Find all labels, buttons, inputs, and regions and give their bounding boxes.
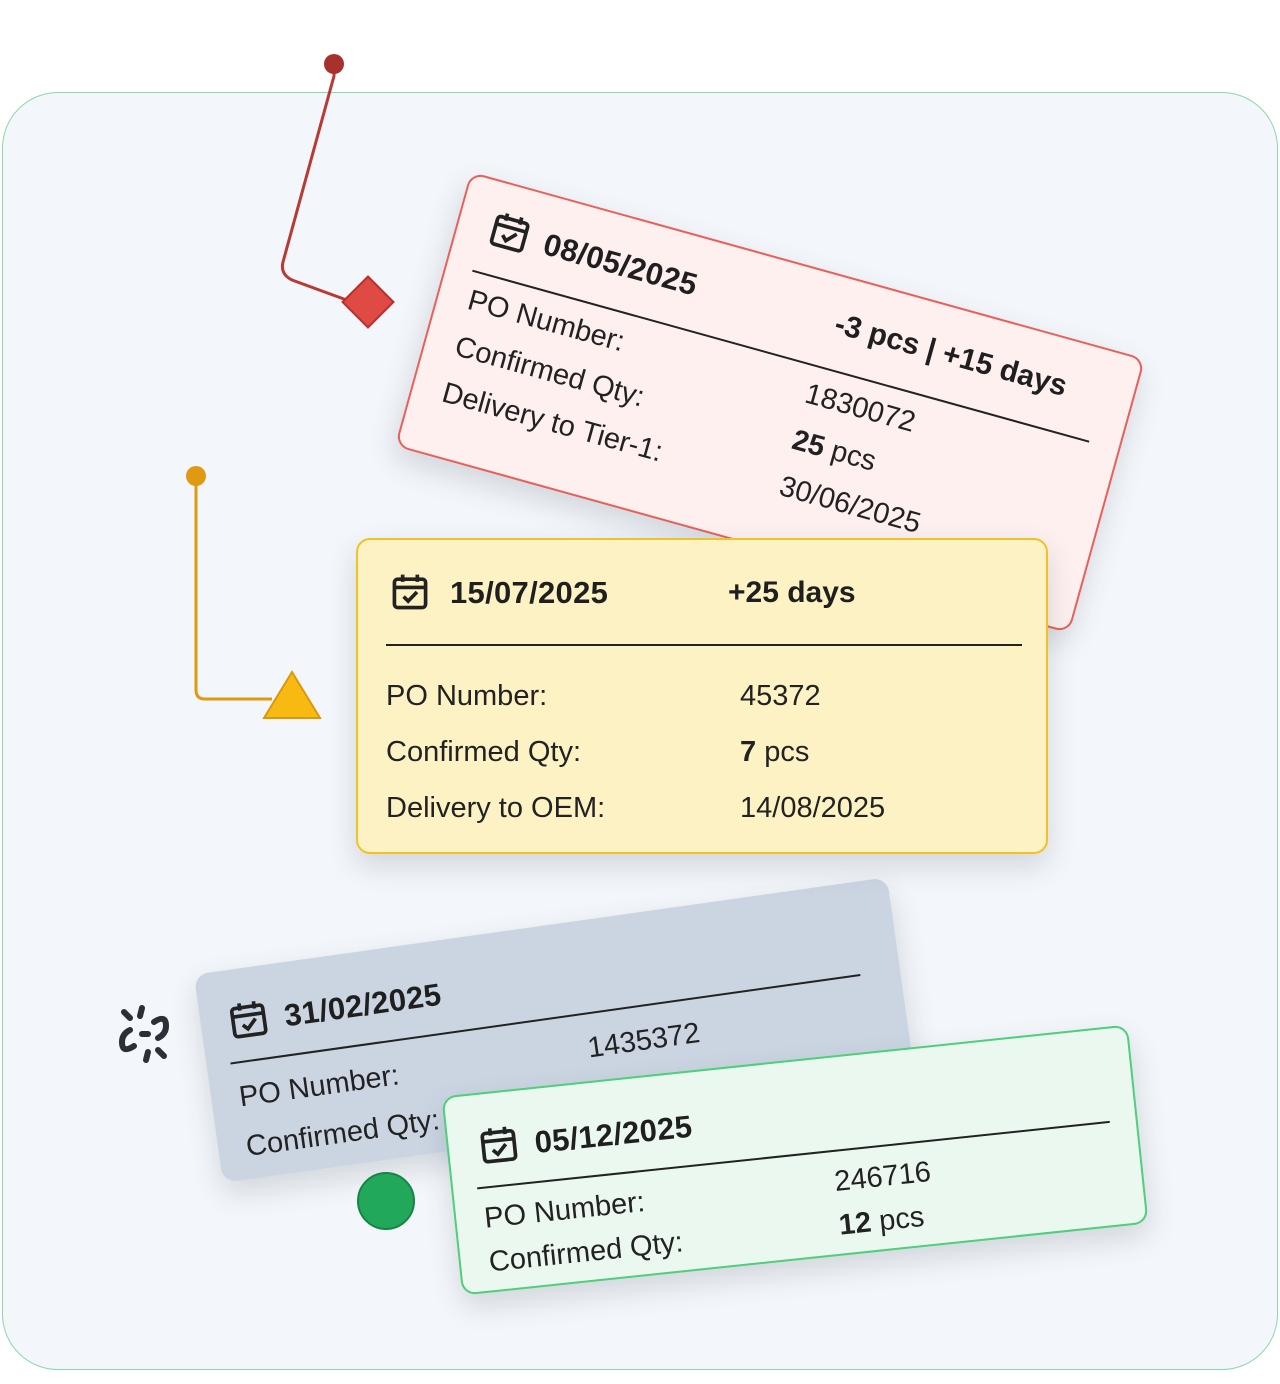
green-card-date: 05/12/2025 <box>532 1108 694 1161</box>
yellow-card-date: 15/07/2025 <box>450 575 609 610</box>
calendar-check-icon <box>224 995 274 1045</box>
grey-qty-label: Confirmed Qty: <box>244 1104 442 1163</box>
red-card[interactable]: 08/05/2025 -3 pcs | +15 days PO Number: … <box>394 171 1146 634</box>
broken-link-icon <box>118 1005 170 1063</box>
green-card[interactable]: 05/12/2025 PO Number: 246716 Confirmed Q… <box>441 1024 1149 1296</box>
grey-po-value: 1435372 <box>585 1017 702 1065</box>
grey-card[interactable]: 31/02/2025 PO Number: 1435372 Confirmed … <box>193 877 917 1183</box>
yellow-qty-label: Confirmed Qty: <box>386 736 581 768</box>
calendar-check-icon <box>475 1121 523 1169</box>
yellow-card-delta: +25 days <box>728 576 856 609</box>
green-qty-unit: pcs <box>877 1200 926 1238</box>
yellow-po-value: 45372 <box>740 680 821 712</box>
red-card-date: 08/05/2025 <box>539 226 702 303</box>
green-po-label: PO Number: <box>482 1186 647 1235</box>
green-qty-number: 12 <box>837 1206 873 1242</box>
red-qty-number: 25 <box>788 424 829 464</box>
green-qty-label: Confirmed Qty: <box>487 1226 685 1279</box>
yellow-delivery-label: Delivery to OEM: <box>386 792 606 824</box>
green-po-value: 246716 <box>832 1155 933 1198</box>
red-qty-value: 25 pcs <box>788 424 880 479</box>
yellow-delivery-value: 14/08/2025 <box>740 792 886 824</box>
red-connector-dot <box>324 54 344 74</box>
grey-po-label: PO Number: <box>237 1059 402 1114</box>
red-delivery-value: 30/06/2025 <box>775 470 925 540</box>
yellow-qty-value: 7 pcs <box>740 736 809 769</box>
yellow-qty-number: 7 <box>740 736 757 768</box>
red-qty-unit: pcs <box>827 434 880 478</box>
yellow-po-label: PO Number: <box>386 680 548 712</box>
yellow-card[interactable]: 15/07/2025 +25 days PO Number: 45372 Con… <box>356 538 1048 854</box>
calendar-check-icon <box>388 570 432 614</box>
grey-card-date: 31/02/2025 <box>281 976 444 1034</box>
yellow-qty-unit: pcs <box>764 736 810 768</box>
yellow-card-divider <box>386 644 1022 646</box>
green-qty-value: 12 pcs <box>837 1201 925 1243</box>
calendar-check-icon <box>483 205 537 259</box>
circle-marker <box>357 1172 415 1230</box>
